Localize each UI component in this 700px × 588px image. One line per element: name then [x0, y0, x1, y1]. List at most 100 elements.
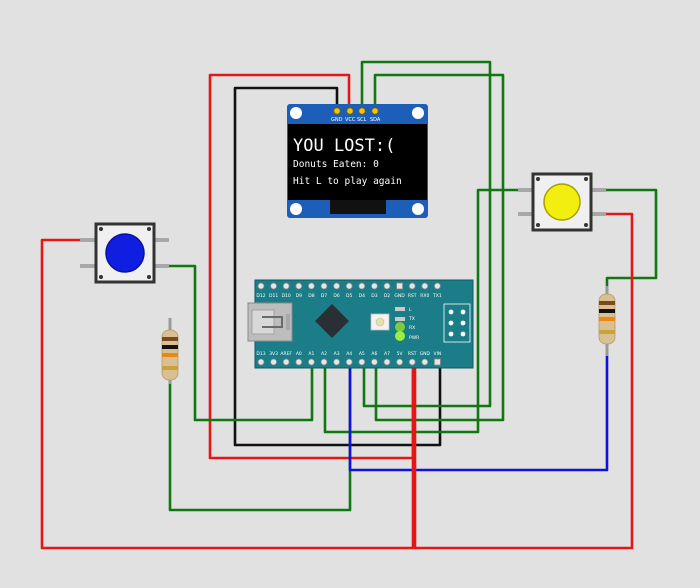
nano-pin-bottom-a5[interactable]	[358, 358, 366, 366]
oled-line-2: Donuts Eaten: 0	[293, 159, 379, 170]
nano-pin-label-bottom-a4: A4	[346, 351, 352, 357]
nano-pin-bottom-d13[interactable]	[257, 358, 265, 366]
nano-pin-label-bottom-a3: A3	[334, 351, 340, 357]
nano-pin-label-top-d11: D11	[269, 293, 278, 299]
wire-blue-yellow-resistor[interactable]	[348, 354, 609, 472]
nano-pin-top-d11[interactable]	[270, 282, 278, 290]
nano-pin-bottom-a6[interactable]	[370, 358, 378, 366]
nano-pin-bottom-rst[interactable]	[408, 358, 416, 366]
nano-pin-top-d8[interactable]	[307, 282, 315, 290]
pushbutton-blue-cap[interactable]	[105, 233, 145, 273]
oled-line-3: Hit L to play again	[293, 176, 402, 187]
nano-pin-label-top-d8: D8	[308, 293, 314, 299]
nano-pin-bottom-a1[interactable]	[307, 358, 315, 366]
nano-pin-top-rx0[interactable]	[421, 282, 429, 290]
oled-mount-hole-tl	[290, 107, 302, 119]
nano-pin-label-bottom-a0: A0	[296, 351, 302, 357]
nano-pin-label-bottom-d13: D13	[256, 351, 265, 357]
resistor-right-band-3	[599, 317, 615, 321]
nano-pin-label-top-gnd: GND	[394, 293, 405, 299]
nano-pin-top-d3[interactable]	[370, 282, 378, 290]
led-rx	[395, 322, 405, 332]
nano-pin-bottom-a0[interactable]	[295, 358, 303, 366]
led-pwr	[395, 331, 405, 341]
wire-green-blue-resistor[interactable]	[168, 362, 352, 512]
usb-port[interactable]	[247, 302, 293, 342]
oled-pin-vcc[interactable]	[346, 107, 354, 115]
nano-reset-button[interactable]	[370, 313, 390, 331]
nano-pin-label-top-d10: D10	[282, 293, 291, 299]
wire-red-yellow-button[interactable]	[413, 212, 634, 550]
nano-pin-bottom-aref[interactable]	[282, 358, 290, 366]
wire-green-yellow-button[interactable]	[323, 188, 528, 434]
pushbutton-yellow-leg-br	[588, 212, 606, 216]
nano-pin-top-tx1[interactable]	[433, 282, 441, 290]
wire-green-yellow-right[interactable]	[592, 188, 658, 292]
oled-screen	[288, 124, 427, 200]
pushbutton-yellow-leg-tr	[588, 188, 606, 192]
nano-pin-label-bottom-aref: AREF	[280, 351, 292, 357]
resistor-left-band-3	[162, 353, 178, 357]
wire-green-oled-sda[interactable]	[373, 73, 505, 422]
pushbutton-blue-leg-br	[151, 264, 169, 268]
nano-pin-label-top-d4: D4	[359, 293, 365, 299]
oled-display[interactable]: GND VCC SCL SDA YOU LOST:( Donuts Eaten:…	[287, 104, 428, 218]
nano-pin-label-top-d9: D9	[296, 293, 302, 299]
nano-pin-label-top-d2: D2	[384, 293, 390, 299]
nano-pin-label-top-d6: D6	[333, 293, 339, 299]
nano-pin-top-d6[interactable]	[333, 282, 341, 290]
nano-pin-top-d10[interactable]	[282, 282, 290, 290]
wire-red-blue-button[interactable]	[40, 238, 415, 550]
nano-pin-top-d7[interactable]	[320, 282, 328, 290]
nano-pin-bottom-gnd[interactable]	[421, 358, 429, 366]
resistor-left-band-1	[162, 337, 178, 341]
nano-pin-label-top-rst: RST	[408, 293, 417, 299]
oled-pin-sda[interactable]	[371, 107, 379, 115]
resistor-left-band-4	[162, 366, 178, 370]
wire-green-oled-scl[interactable]	[360, 60, 492, 408]
nano-pin-top-d9[interactable]	[295, 282, 303, 290]
nano-pin-bottom-a2[interactable]	[320, 358, 328, 366]
pushbutton-yellow-cap[interactable]	[543, 183, 581, 221]
oled-pin-scl[interactable]	[358, 107, 366, 115]
nano-pin-bottom-a7[interactable]	[383, 358, 391, 366]
pushbutton-yellow-leg-bl	[518, 212, 536, 216]
icsp-header[interactable]	[443, 303, 471, 343]
oled-pin-gnd[interactable]	[333, 107, 341, 115]
nano-pin-top-d2[interactable]	[383, 282, 391, 290]
nano-pin-top-gnd[interactable]	[396, 282, 404, 290]
nano-pin-label-bottom-vin: VIN	[434, 351, 442, 357]
nano-pin-bottom-3v3[interactable]	[270, 358, 278, 366]
resistor-left[interactable]	[161, 318, 179, 384]
nano-pin-top-d4[interactable]	[358, 282, 366, 290]
nano-pin-label-top-d7: D7	[321, 293, 327, 299]
nano-pin-top-rst[interactable]	[408, 282, 416, 290]
nano-pin-label-top-d3: D3	[371, 293, 377, 299]
resistor-right[interactable]	[598, 286, 616, 356]
nano-pin-top-d5[interactable]	[345, 282, 353, 290]
led-label-pwr: PWR	[409, 335, 419, 341]
pushbutton-blue-leg-bl	[80, 264, 98, 268]
resistor-right-band-2	[599, 309, 615, 313]
nano-pin-bottom-a3[interactable]	[333, 358, 341, 366]
nano-pin-bottom-vin[interactable]	[433, 358, 441, 366]
pushbutton-blue-leg-tl	[80, 238, 98, 242]
oled-pin-label-vcc: VCC	[345, 117, 356, 123]
wire-green-blue-button[interactable]	[158, 264, 314, 422]
nano-pin-bottom-5v[interactable]	[396, 358, 404, 366]
nano-pin-label-top-tx1: TX1	[432, 293, 442, 299]
oled-pin-label-scl: SCL	[357, 117, 367, 123]
pushbutton-blue-leg-tr	[151, 238, 169, 242]
nano-pin-top-d12[interactable]	[257, 282, 265, 290]
oled-mount-hole-br	[412, 203, 424, 215]
nano-pin-label-bottom-a7: A7	[384, 351, 390, 357]
pushbutton-blue[interactable]	[80, 222, 169, 284]
pushbutton-yellow[interactable]	[518, 172, 606, 232]
nano-pin-label-bottom-rst: RST	[408, 351, 417, 357]
nano-pin-label-top-d5: D5	[346, 293, 352, 299]
nano-pin-bottom-a4[interactable]	[345, 358, 353, 366]
wires	[40, 60, 658, 550]
led-label-l: L	[409, 307, 412, 313]
